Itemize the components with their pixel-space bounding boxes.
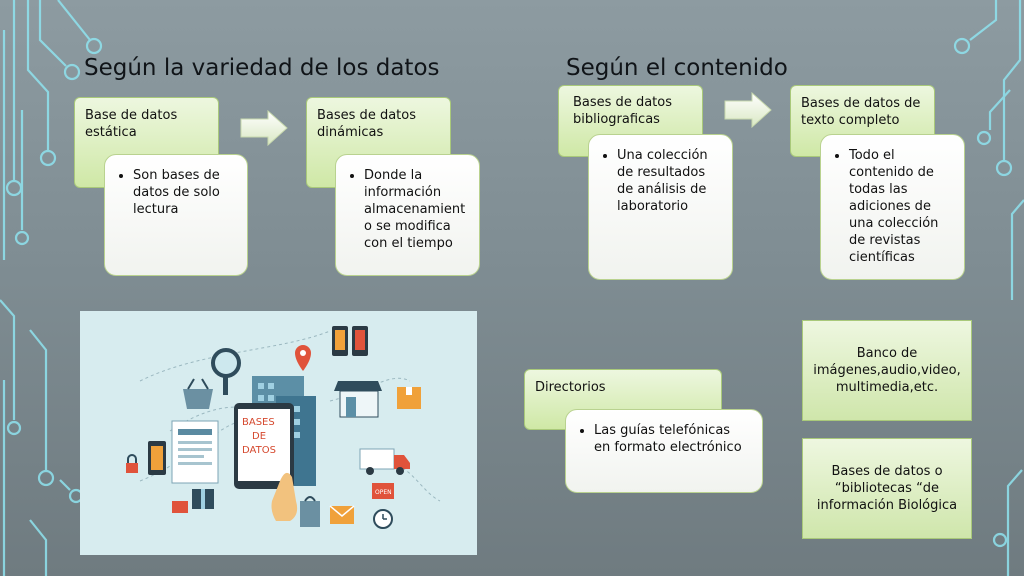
bullet-estatica: Son bases de datos de solo lectura bbox=[133, 167, 235, 218]
open-sign-text: OPEN bbox=[375, 489, 392, 496]
box-banco: Banco de imágenes,audio,video, multimedi… bbox=[802, 320, 972, 421]
bullet-directorios: Las guías telefónicas en formato electró… bbox=[594, 422, 750, 456]
basket-icon bbox=[183, 378, 213, 409]
database-illustration: BASES DE DATOS bbox=[80, 311, 477, 555]
open-sign-icon: OPEN bbox=[372, 483, 394, 499]
tablet-text-2: DE bbox=[252, 431, 266, 442]
clock-icon bbox=[373, 509, 393, 529]
tablet-text-1: BASES bbox=[242, 417, 275, 428]
box-directorios-detail: Las guías telefónicas en formato electró… bbox=[565, 409, 763, 493]
truck-icon bbox=[359, 448, 410, 475]
bullet-bibliograficas: Una colección de resultados de análisis … bbox=[617, 147, 720, 215]
hand-icon bbox=[271, 472, 298, 521]
bag-icon bbox=[300, 496, 320, 527]
box-estatica-detail: Son bases de datos de solo lectura bbox=[104, 154, 248, 276]
box-texto-detail: Todo el contenido de todas las adiciones… bbox=[820, 134, 965, 280]
tablet-icon: BASES DE DATOS bbox=[234, 403, 294, 489]
bullet-texto: Todo el contenido de todas las adiciones… bbox=[849, 147, 952, 266]
arrow-right-icon bbox=[240, 110, 288, 146]
wallet-icon bbox=[172, 501, 188, 513]
phones-icon bbox=[332, 326, 368, 356]
map-pin-icon bbox=[295, 345, 311, 371]
box-bibliograficas-detail: Una colección de resultados de análisis … bbox=[588, 134, 733, 280]
arrow-right-icon bbox=[724, 92, 772, 128]
lock-icon bbox=[126, 454, 138, 473]
heading-contenido: Según el contenido bbox=[566, 55, 788, 81]
box-icon bbox=[397, 387, 421, 409]
tablet-text-3: DATOS bbox=[242, 445, 276, 456]
envelope-icon bbox=[329, 505, 355, 524]
box-dinamicas-detail: Donde la información almacenamient o se … bbox=[335, 154, 480, 276]
document-icon bbox=[171, 420, 219, 484]
store-icon bbox=[334, 381, 382, 418]
box-biologica: Bases de datos o “bibliotecas “de inform… bbox=[802, 438, 972, 539]
smartphone-icon bbox=[148, 441, 166, 475]
magnifier-icon bbox=[211, 348, 241, 395]
gift-icon bbox=[192, 489, 214, 509]
bullet-dinamicas: Donde la información almacenamient o se … bbox=[364, 167, 467, 252]
box-dinamicas-title: Bases de datos dinámicas bbox=[306, 97, 451, 188]
heading-variedad: Según la variedad de los datos bbox=[84, 55, 440, 81]
